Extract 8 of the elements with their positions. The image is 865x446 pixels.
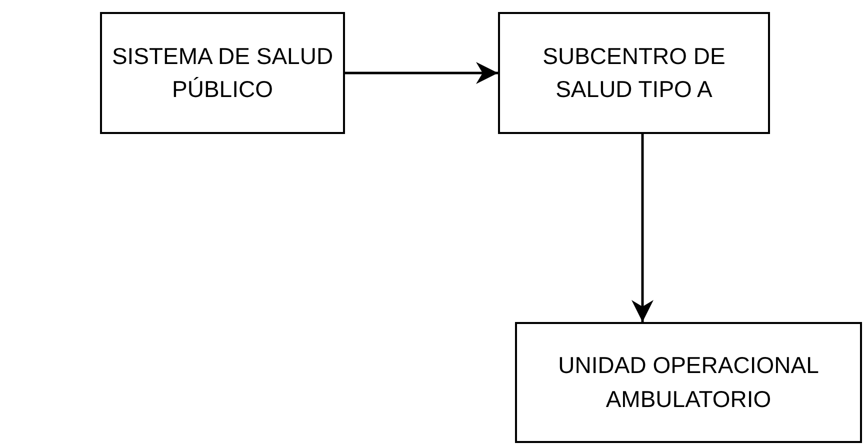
box-label: SUBCENTRO DE SALUD TIPO A [542, 42, 726, 104]
process-box [515, 322, 862, 443]
arrow [632, 134, 654, 322]
arrow [345, 62, 498, 84]
box-label: SISTEMA DE SALUD PÚBLICO [110, 42, 334, 104]
process-box [498, 12, 770, 134]
box-label: UNIDAD OPERACIONAL AMBULATORIO [557, 351, 820, 414]
process-box [100, 12, 345, 134]
